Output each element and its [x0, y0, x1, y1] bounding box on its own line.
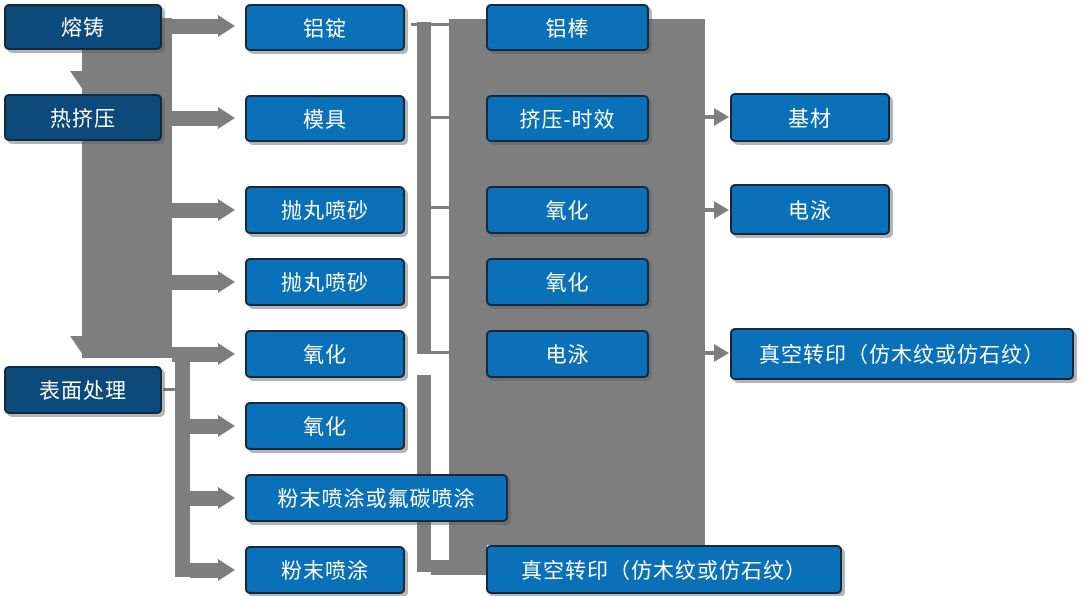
arrow-right-icon: [218, 415, 235, 437]
node-powder-spray: 粉末喷涂: [245, 546, 405, 594]
arrow-right-icon: [714, 201, 729, 219]
node-shot-blast-2: 抛丸喷砂: [245, 258, 405, 306]
connector-left-trunk: [82, 18, 172, 358]
connector-tick-electrophoresis: [431, 351, 450, 354]
connector-tick-oxidation-4: [431, 276, 450, 279]
arrow-down-icon: [70, 71, 100, 93]
node-oxidation-2: 氧化: [245, 402, 405, 450]
arrow-right-icon: [714, 108, 729, 126]
arrow-right-icon: [218, 487, 235, 509]
node-al-ingot: 铝锭: [245, 4, 405, 51]
node-surface-treatment: 表面处理: [4, 366, 162, 414]
connector-arm-oxidation-2: [190, 419, 218, 434]
node-powder-or-fluorocarbon-spray: 粉末喷涂或氟碳喷涂: [245, 474, 508, 522]
connector-arm-powder: [190, 563, 218, 578]
node-oxidation-1: 氧化: [245, 330, 405, 378]
connector-arm-al-ingot: [172, 19, 218, 34]
node-mold: 模具: [245, 95, 405, 142]
node-vacuum-transfer-1: 真空转印（仿木纹或仿石纹）: [486, 545, 842, 594]
connector-surface-treatment-link: [163, 388, 177, 391]
node-base-material: 基材: [730, 93, 890, 142]
node-al-rod: 铝棒: [486, 4, 649, 51]
arrow-right-icon: [218, 199, 235, 221]
arrow-right-icon: [714, 344, 729, 362]
connector-line-vacuum-transfer: [705, 351, 715, 355]
connector-line-electrophoresis: [705, 208, 715, 212]
connector-tick-al-rod: [411, 23, 450, 26]
node-oxidation-3: 氧化: [486, 186, 649, 234]
node-oxidation-4: 氧化: [486, 258, 649, 306]
arrow-down-icon: [70, 336, 100, 358]
connector-surface-branch-band: [175, 356, 190, 577]
connector-middle-band-upper: [417, 22, 431, 354]
connector-tick-oxidation-3: [431, 206, 450, 209]
arrow-right-icon: [218, 343, 235, 365]
connector-tick-extrusion-aging: [431, 116, 450, 119]
node-shot-blast-1: 抛丸喷砂: [245, 186, 405, 234]
node-vacuum-transfer-2: 真空转印（仿木纹或仿石纹）: [730, 328, 1074, 380]
node-hot-extrusion: 热挤压: [4, 94, 162, 141]
arrow-right-icon: [218, 107, 235, 129]
connector-bottom-elbow: [431, 560, 487, 575]
connector-arm-powder-fluorocarbon: [190, 491, 218, 506]
arrow-right-icon: [218, 559, 235, 581]
connector-line-base-material: [705, 115, 715, 119]
arrow-right-icon: [218, 15, 235, 37]
connector-middle-band-lower: [417, 375, 431, 572]
connector-arm-mold: [172, 111, 218, 126]
node-melt: 熔铸: [4, 4, 162, 50]
node-extrusion-aging: 挤压-时效: [486, 95, 649, 142]
connector-arm-shot-blast-1: [172, 203, 218, 218]
node-electrophoresis-1: 电泳: [486, 330, 649, 378]
node-electrophoresis-2: 电泳: [730, 184, 890, 235]
arrow-right-icon: [218, 271, 235, 293]
connector-arm-shot-blast-2: [172, 275, 218, 290]
